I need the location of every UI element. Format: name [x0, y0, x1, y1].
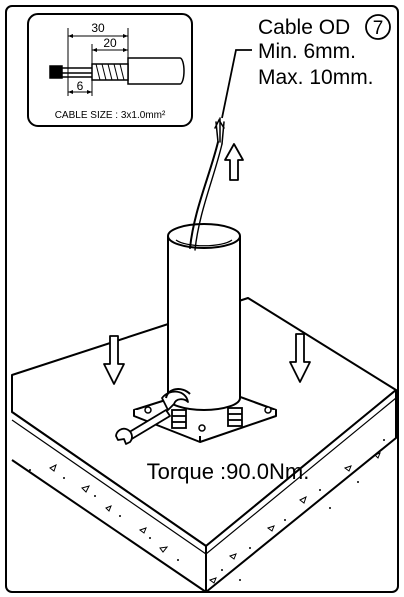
concrete-dots: [29, 439, 385, 581]
cable-strip-inset: 30 20 6 CABLE SIZE : 3x1.0mm²: [27, 13, 193, 127]
cable-od-max: Max. 10mm.: [258, 66, 374, 89]
wrench-icon: [115, 390, 189, 445]
post-pipe: [167, 223, 241, 411]
right-down-arrow: [289, 333, 311, 383]
cable-od-min: Min. 6mm.: [258, 40, 356, 63]
dimension-overall-label: 30: [91, 21, 105, 35]
label-leader-line: [221, 49, 252, 119]
cable: [189, 117, 225, 251]
left-down-arrow: [103, 335, 125, 385]
page-border: [5, 5, 399, 593]
plate-holes: [144, 406, 272, 432]
stripped-cable-drawing: [49, 57, 185, 85]
dimension-arrowheads: [68, 34, 128, 94]
dimension-strip-label: 6: [77, 79, 84, 93]
dimension-inner-label: 20: [103, 36, 117, 50]
rotation-arrow: [165, 388, 191, 399]
concrete-texture: [49, 452, 381, 584]
cable-od-title: Cable OD: [258, 16, 350, 39]
step-number: 7: [373, 18, 384, 39]
slab-bevel-lines: [11, 397, 397, 555]
torque-label: Torque :90.0Nm.: [147, 459, 310, 484]
up-arrow: [224, 143, 244, 181]
bolt-nut-left: [171, 409, 187, 429]
cable-od-spec: Cable OD 7 Min. 6mm. Max. 10mm.: [258, 14, 391, 89]
slab-right-face: [205, 389, 397, 593]
cable-size-label: CABLE SIZE : 3x1.0mm²: [55, 110, 166, 121]
bolt-nut-right: [227, 407, 243, 427]
step-number-circle: [365, 14, 391, 40]
